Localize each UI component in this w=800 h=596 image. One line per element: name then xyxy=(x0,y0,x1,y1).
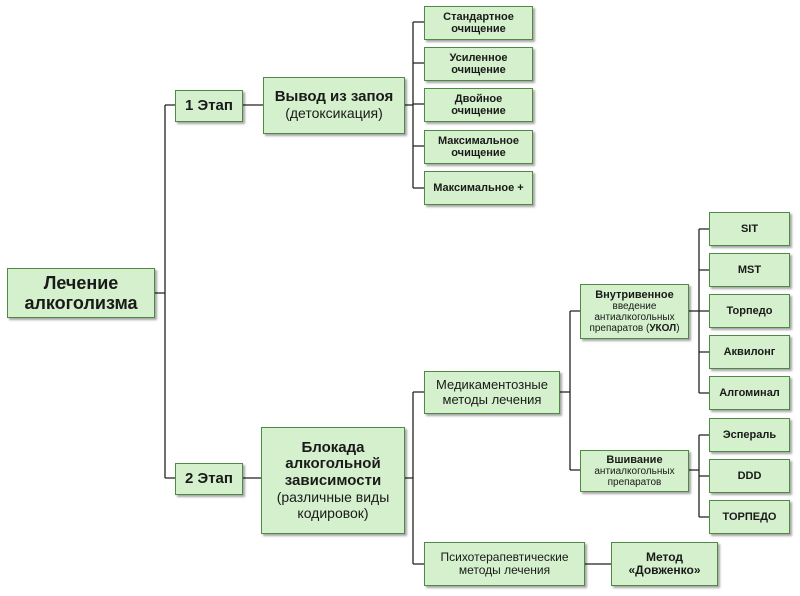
detox-option-line1: Двойное xyxy=(454,92,503,105)
injection-item-label: Алгоминал xyxy=(719,386,780,399)
blockade-title-line: Блокада xyxy=(301,438,365,456)
dovzhenko-method-node: Метод «Довженко» xyxy=(611,542,718,586)
detox-option-line1: Максимальное xyxy=(438,134,519,147)
implant-item: Эспераль xyxy=(709,418,790,452)
implant-item-label: ТОРПЕДО xyxy=(722,510,777,523)
root-line1: Лечение xyxy=(43,272,119,293)
stage1-label: 1 Этап xyxy=(185,96,233,114)
injection-node: Внутривенное введение антиалкогольных пр… xyxy=(580,284,689,339)
dovzhenko-line2: «Довженко» xyxy=(628,563,701,577)
implant-item-label: DDD xyxy=(737,469,762,482)
detox-option-line2: очищение xyxy=(451,147,506,159)
injection-title: Внутривенное xyxy=(595,288,674,301)
detox-option: Усиленное очищение xyxy=(424,47,533,81)
root-line2: алкоголизма xyxy=(24,293,138,313)
detox-option-line2: очищение xyxy=(451,64,506,76)
implant-desc-line: препаратов xyxy=(607,477,662,489)
detox-option: Стандартное очищение xyxy=(424,6,533,40)
connector-detox-options xyxy=(405,21,424,189)
injection-desc-end: ) xyxy=(676,323,680,335)
connector-medical-branches xyxy=(560,310,580,471)
implant-desc-line: антиалкогольных xyxy=(594,465,675,477)
connector-injection-items xyxy=(689,228,709,394)
psycho-line: методы лечения xyxy=(458,563,551,577)
blockade-title-line: зависимости xyxy=(284,472,382,490)
root-node: Лечение алкоголизма xyxy=(7,268,155,318)
connector-implant-items xyxy=(689,434,709,518)
detox-node: Вывод из запоя (детоксикация) xyxy=(263,77,405,134)
detox-option: Максимальное + xyxy=(424,171,533,205)
injection-item-label: SIT xyxy=(740,222,759,235)
detox-option: Максимальное очищение xyxy=(424,130,533,164)
dovzhenko-line1: Метод xyxy=(645,549,684,564)
injection-item: Торпедо xyxy=(709,294,790,328)
stage1-node: 1 Этап xyxy=(175,90,243,122)
injection-item-label: MST xyxy=(737,263,762,276)
connector-root-stages xyxy=(155,104,175,479)
injection-item: MST xyxy=(709,253,790,287)
detox-option-line1: Стандартное xyxy=(443,10,514,23)
injection-desc-prefix: препаратов ( xyxy=(589,323,650,335)
medical-line: Медикаментозные xyxy=(436,376,548,392)
stage2-node: 2 Этап xyxy=(175,463,243,495)
detox-option-line1: Усиленное xyxy=(449,51,508,64)
injection-desc-bold: УКОЛ xyxy=(649,323,677,335)
injection-item-label: Торпедо xyxy=(726,304,773,317)
injection-desc-last: препаратов (УКОЛ) xyxy=(589,323,679,334)
medical-line: методы лечения xyxy=(442,391,542,407)
detox-title: Вывод из запоя xyxy=(274,88,394,106)
psycho-methods-node: Психотерапевтические методы лечения xyxy=(424,542,585,586)
injection-item: Алгоминал xyxy=(709,376,790,410)
injection-item: Аквилонг xyxy=(709,335,790,369)
detox-subtitle: (детоксикация) xyxy=(285,105,383,122)
blockade-subtitle-line: кодировок) xyxy=(297,504,369,521)
implant-item: ТОРПЕДО xyxy=(709,500,790,534)
medical-methods-node: Медикаментозные методы лечения xyxy=(424,371,560,414)
connector-blockade-methods xyxy=(405,391,424,565)
implant-item-label: Эспераль xyxy=(722,428,777,441)
blockade-subtitle-line: (различные виды xyxy=(276,489,390,506)
injection-desc-line: антиалкогольных xyxy=(594,312,675,324)
detox-option-line2: очищение xyxy=(451,105,506,117)
psycho-line: Психотерапевтические xyxy=(440,549,569,564)
implant-item: DDD xyxy=(709,459,790,493)
blockade-title-line: алкогольной xyxy=(285,455,381,473)
injection-item-label: Аквилонг xyxy=(723,345,776,358)
blockade-node: Блокада алкогольной зависимости (различн… xyxy=(261,427,405,534)
injection-item: SIT xyxy=(709,212,790,246)
implant-node: Вшивание антиалкогольных препаратов xyxy=(580,450,689,492)
injection-desc-line: введение xyxy=(612,300,657,312)
detox-option-line2: очищение xyxy=(451,23,506,35)
stage2-label: 2 Этап xyxy=(185,469,233,487)
detox-option-line1: Максимальное + xyxy=(433,181,524,194)
detox-option: Двойное очищение xyxy=(424,88,533,122)
implant-title: Вшивание xyxy=(606,453,663,466)
